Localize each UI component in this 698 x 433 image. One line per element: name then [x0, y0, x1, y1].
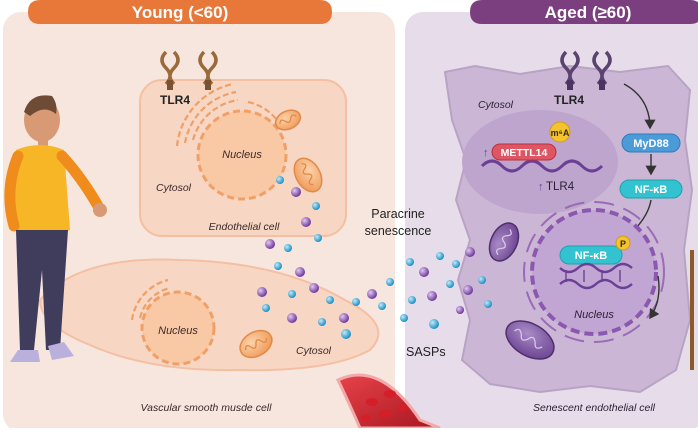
aged-cytosol-label: Cytosol: [478, 99, 514, 111]
mitochondrion-icon: [488, 222, 520, 262]
tlr4-receptor-icon: [592, 50, 612, 90]
paracrine-label-line2: senescence: [365, 224, 432, 238]
smooth-cytosol-label: Cytosol: [296, 345, 332, 357]
sasp-particle: [465, 247, 475, 257]
sasp-particle: [287, 313, 297, 323]
sasp-particle: [284, 244, 292, 252]
sasp-particle: [257, 287, 267, 297]
svg-text:↑: ↑: [483, 147, 489, 159]
smooth-muscle-nucleus: [140, 290, 216, 366]
young-endothelial-cell: Nucleus Cytosol Endothelial cell: [139, 79, 347, 237]
endothelial-nucleus: [196, 109, 288, 201]
myd88-box: MyD88: [621, 133, 681, 153]
sasp-particle: [478, 276, 486, 284]
smooth-muscle-er: [130, 278, 171, 321]
sasp-particle: [463, 285, 473, 295]
endothelial-cytosol-label: Cytosol: [156, 182, 192, 194]
endothelial-caption: Endothelial cell: [209, 221, 280, 233]
sasp-particle: [400, 314, 408, 322]
aged-header: Aged (≥60): [470, 0, 698, 24]
blood-vessel-icon: [335, 373, 441, 430]
nfkb-cytosol-box: NF-κB: [619, 179, 683, 199]
sasp-particle: [408, 296, 416, 304]
sasp-particle: [262, 304, 270, 312]
mrna-strand: [480, 159, 604, 173]
tlr4-to-myd88-arrow: [623, 83, 656, 130]
paracrine-label-line1: Paracrine: [371, 207, 425, 221]
smooth-nucleus-label: Nucleus: [158, 325, 198, 337]
sasp-particle: [301, 217, 311, 227]
smooth-muscle-caption: Vascular smooth musde cell: [141, 402, 273, 414]
cytosol-compartment: [462, 110, 618, 214]
tlr4-receptor-icon: [198, 50, 218, 90]
sasps-label: SASPs: [406, 345, 446, 359]
sasp-particle: [314, 234, 322, 242]
sasp-particles: [257, 176, 492, 339]
senescent-caption: Senescent endothelial cell: [533, 402, 656, 414]
sasp-particle: [288, 290, 296, 298]
sasp-particle: [427, 291, 437, 301]
sasp-particle: [291, 187, 301, 197]
aged-nucleus-label: Nucleus: [574, 309, 614, 321]
tlr4-upregulated-label: TLR4: [546, 181, 575, 193]
sasp-particle: [318, 318, 326, 326]
mettl14-badge: ↑ METTL14: [483, 143, 557, 161]
sasp-particle: [276, 176, 284, 184]
mitochondrion-icon: [505, 320, 555, 360]
nfkb-nuclear-label: NF-κB: [575, 250, 607, 262]
m6a-label: m⁶A: [551, 128, 570, 138]
sasp-particle: [352, 298, 360, 306]
vascular-smooth-muscle-cell: Nucleus Cytosol: [38, 258, 380, 372]
mettl14-label: METTL14: [501, 147, 548, 159]
sasp-particle: [456, 306, 464, 314]
young-header-label: Young (<60): [132, 3, 229, 22]
mitochondrion-icon: [274, 109, 302, 131]
endothelial-nucleus-label: Nucleus: [222, 149, 262, 161]
nfkb-nuclear-box: NF-κB: [559, 245, 623, 265]
nucleus-feedback-arrow: [649, 275, 660, 320]
sasp-particle: [295, 267, 305, 277]
sasp-particle: [339, 313, 349, 323]
sasp-particle: [274, 262, 282, 270]
dna-helix-icon: [559, 262, 633, 290]
mitochondrion-icon: [239, 329, 273, 359]
sasp-particle: [378, 302, 386, 310]
sasp-particle: [326, 296, 334, 304]
sasp-particle: [429, 319, 439, 329]
nfkb-cytosol-label: NF-κB: [635, 184, 667, 196]
sasp-particle: [452, 260, 460, 268]
sasp-particle: [312, 202, 320, 210]
aged-header-label: Aged (≥60): [545, 3, 632, 22]
myd88-label: MyD88: [633, 138, 668, 150]
mitochondrion-icon: [293, 157, 323, 193]
sasp-particle: [446, 280, 454, 288]
person-figure-icon: [4, 95, 107, 362]
phosphate-icon: P: [615, 235, 631, 251]
cane-icon: [690, 250, 694, 370]
young-header: Young (<60): [28, 0, 332, 24]
tlr4-receptor-icon: [560, 50, 580, 90]
phosphate-label: P: [620, 239, 626, 249]
sasp-particle: [484, 300, 492, 308]
sasp-particle: [341, 329, 351, 339]
tlr4-receptor-icon: [160, 50, 180, 90]
endothelial-er: [175, 82, 278, 147]
aged-tlr4-label: TLR4: [554, 93, 584, 107]
tlr4-upregulated-arrow: ↑: [538, 181, 544, 193]
sasp-particle: [367, 289, 377, 299]
sasp-particle: [406, 258, 414, 266]
young-tlr4-label: TLR4: [160, 93, 190, 107]
sasp-particle: [309, 283, 319, 293]
m6a-badge: m⁶A: [549, 121, 571, 143]
sasp-particle: [386, 278, 394, 286]
sasp-particle: [436, 252, 444, 260]
sasp-particle: [265, 239, 275, 249]
sasp-particle: [419, 267, 429, 277]
